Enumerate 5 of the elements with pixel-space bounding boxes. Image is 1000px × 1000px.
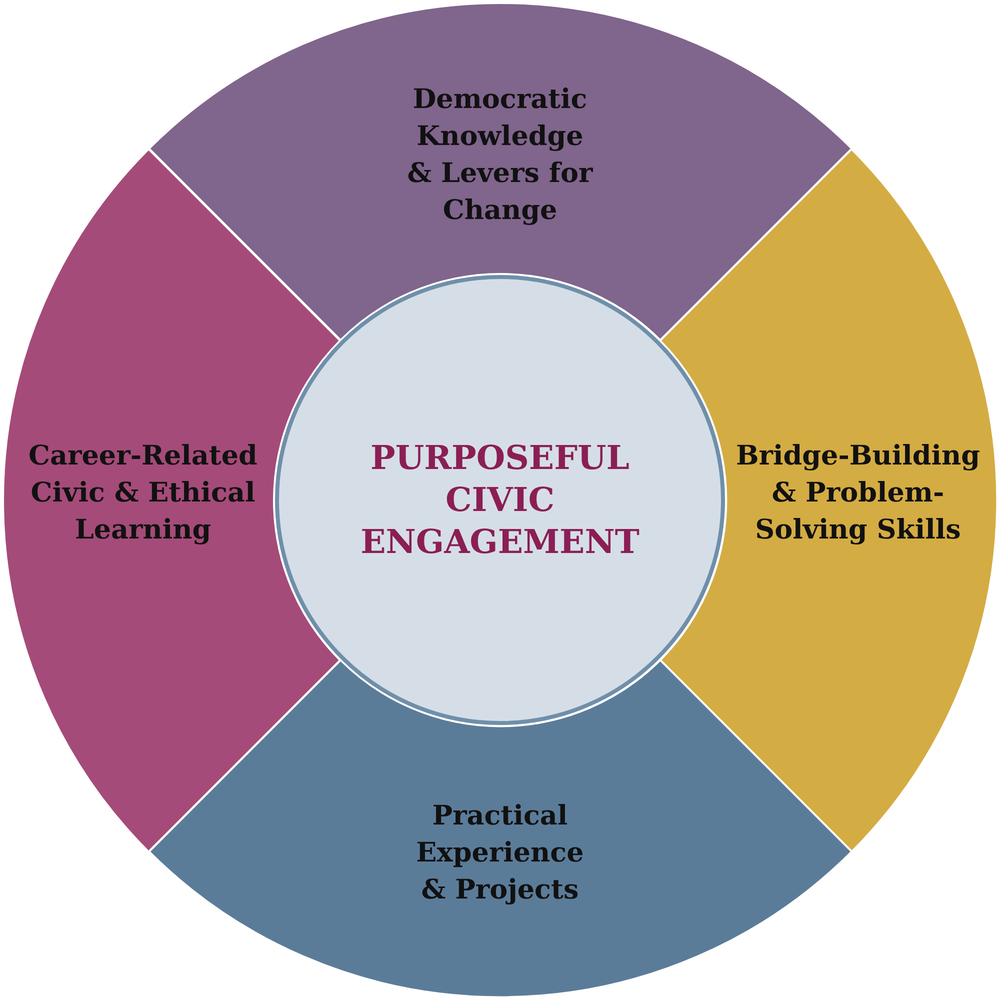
center-label: PURPOSEFUL CIVIC ENGAGEMENT bbox=[360, 437, 640, 563]
segment-label: Democratic Knowledge & Levers for Change bbox=[406, 83, 594, 228]
segment-label: Bridge-Building & Problem-Solving Skills bbox=[734, 439, 982, 548]
segment-label: Practical Experience & Projects bbox=[415, 799, 585, 908]
segment-label: Career-Related Civic & Ethical Learning bbox=[28, 439, 258, 548]
